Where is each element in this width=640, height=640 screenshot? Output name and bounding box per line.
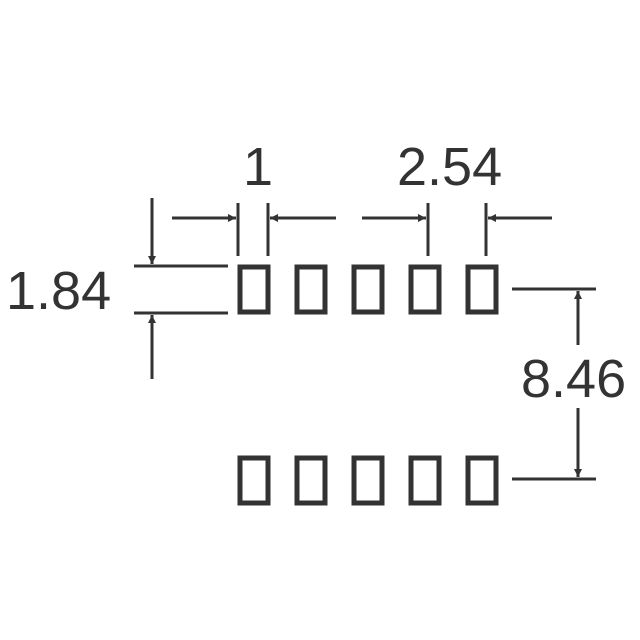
pad-width-dimension — [172, 203, 336, 256]
pad — [465, 455, 499, 506]
pitch-label: 2.54 — [397, 137, 503, 197]
pad — [237, 264, 271, 315]
pad — [351, 455, 385, 506]
pad — [408, 455, 442, 506]
pitch-dimension — [362, 203, 552, 256]
pad-width-label: 1 — [243, 137, 274, 197]
pad — [351, 264, 385, 315]
row-spacing-label: 8.46 — [521, 349, 627, 409]
pad — [294, 264, 328, 315]
pad — [465, 264, 499, 315]
bottom-pad-row — [237, 455, 499, 506]
pad — [237, 455, 271, 506]
pad-height-label: 1.84 — [6, 261, 112, 321]
pad-height-dimension — [134, 198, 228, 379]
pad — [294, 455, 328, 506]
row-spacing-dimension — [512, 287, 596, 481]
pad — [408, 264, 442, 315]
top-pad-row — [237, 264, 499, 315]
